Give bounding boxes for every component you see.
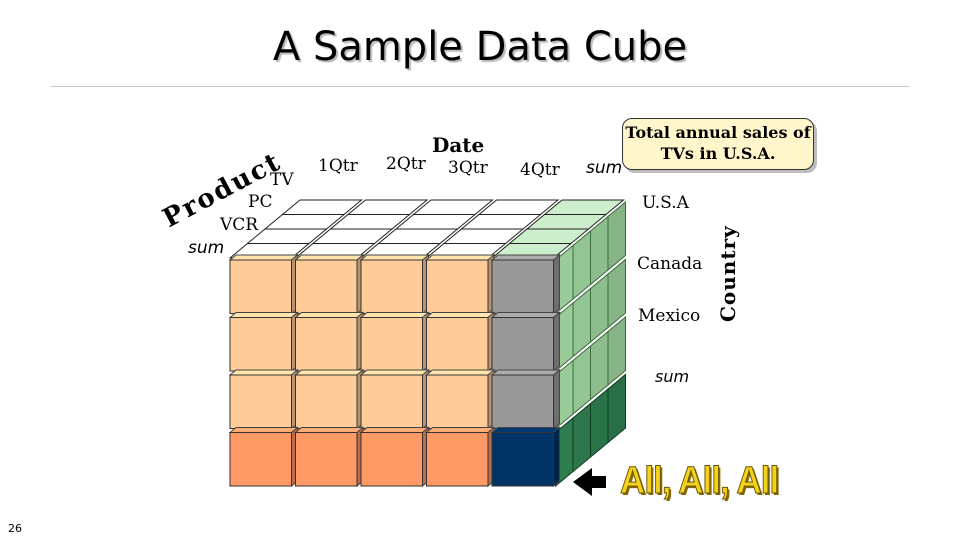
cube-cell-bevel-side bbox=[553, 426, 560, 488]
cube-front-cell bbox=[295, 317, 358, 372]
country-member-sum: sum bbox=[655, 367, 690, 386]
title-divider bbox=[50, 86, 910, 87]
country-member-usa: U.S.A bbox=[642, 193, 689, 213]
cube-cell-bevel-top bbox=[228, 427, 299, 433]
cube-front-cell bbox=[491, 374, 554, 429]
country-axis-label: Country bbox=[716, 225, 740, 322]
product-member-tv: TV bbox=[270, 170, 294, 190]
cube-top-cell bbox=[477, 199, 560, 215]
product-member-vcr: VCR bbox=[220, 215, 259, 235]
cube-top-cell bbox=[246, 228, 328, 244]
cube-cell-bevel-side bbox=[553, 368, 560, 430]
cube-front-cell bbox=[295, 374, 358, 429]
cube-top-cell bbox=[508, 228, 590, 244]
cube-cell-bevel-top bbox=[228, 312, 299, 318]
product-member-pc: PC bbox=[248, 192, 273, 212]
cube-front-cell bbox=[360, 317, 423, 372]
date-axis-label: Date bbox=[432, 133, 485, 157]
callout-text: Total annual sales of TVs in U.S.A. bbox=[625, 123, 811, 163]
cube-side-cell bbox=[572, 344, 591, 416]
cube-side-cell bbox=[590, 215, 609, 286]
cube-cell-bevel-top bbox=[490, 254, 561, 261]
cube-cell-bevel-top bbox=[490, 427, 561, 433]
cube-top-cell bbox=[263, 214, 346, 230]
cube-top-cell bbox=[412, 199, 494, 215]
cube-top-cell bbox=[460, 214, 542, 230]
page-number: 26 bbox=[8, 522, 22, 535]
cube-front-cell bbox=[426, 432, 489, 487]
cube-side-cell bbox=[607, 373, 626, 444]
cube-cell-bevel-top bbox=[359, 254, 430, 261]
cube-top-cell bbox=[543, 199, 625, 215]
cube-front-cell bbox=[426, 374, 489, 429]
all-all-all-label: All, All, All bbox=[620, 460, 780, 503]
cube-cell-bevel-top bbox=[294, 312, 365, 318]
cube-side-cell bbox=[572, 287, 591, 358]
cube-side-cell bbox=[572, 402, 591, 473]
product-member-sum: sum bbox=[188, 238, 225, 258]
cube-cell-bevel-top bbox=[359, 427, 430, 433]
cube-top-cell bbox=[329, 214, 411, 230]
cube-side-cell bbox=[590, 330, 609, 401]
cube-top-cell bbox=[377, 228, 459, 244]
cube-cell-bevel-top bbox=[228, 254, 299, 261]
cube-cell-bevel-top bbox=[425, 312, 496, 318]
cube-cell-bevel-top bbox=[359, 369, 430, 376]
cube-cell-bevel-top bbox=[294, 369, 365, 376]
cube-top-cell bbox=[442, 228, 525, 244]
cube-side-cell bbox=[607, 200, 626, 272]
cube-cell-bevel-top bbox=[425, 369, 496, 376]
cube-cell-bevel-top bbox=[294, 427, 365, 433]
date-member-sum: sum bbox=[586, 158, 623, 178]
cube-cells bbox=[228, 199, 626, 488]
cube-cell-bevel-side bbox=[553, 253, 560, 315]
cube-front-cell bbox=[491, 259, 554, 314]
cube-cell-bevel-top bbox=[490, 312, 561, 318]
date-member-4qtr: 4Qtr bbox=[520, 160, 560, 180]
cube-front-cell bbox=[229, 259, 292, 314]
cube-front-cell bbox=[426, 317, 489, 372]
cube-top-cell bbox=[311, 228, 394, 244]
cube-top-cell bbox=[346, 199, 429, 215]
slide-title: A Sample Data Cube bbox=[272, 24, 688, 70]
cube-front-cell bbox=[491, 432, 554, 487]
cube-front-cell bbox=[360, 374, 423, 429]
cube-cell-bevel-top bbox=[228, 369, 299, 376]
cube-front-cell bbox=[491, 317, 554, 372]
cube-top-cell bbox=[394, 214, 477, 230]
cube-front-cell bbox=[229, 374, 292, 429]
cube-front-cell bbox=[360, 259, 423, 314]
cube-cell-bevel-top bbox=[294, 254, 365, 261]
date-member-1qtr: 1Qtr bbox=[318, 156, 358, 176]
cube-cell-bevel-side bbox=[553, 311, 560, 373]
date-member-3qtr: 3Qtr bbox=[448, 158, 488, 178]
date-member-2qtr: 2Qtr bbox=[386, 154, 426, 174]
callout-box: Total annual sales of TVs in U.S.A. bbox=[622, 118, 814, 170]
cube-side-cell bbox=[590, 272, 609, 344]
cube-cell-bevel-top bbox=[359, 312, 430, 318]
cube-cell-bevel-top bbox=[425, 427, 496, 433]
cube-cell-bevel-top bbox=[425, 254, 496, 261]
cube-front-cell bbox=[295, 259, 358, 314]
cube-cell-bevel-top bbox=[490, 369, 561, 376]
cube-side-cell bbox=[590, 387, 609, 459]
cube-side-cell bbox=[572, 229, 591, 301]
country-member-mexico: Mexico bbox=[638, 306, 701, 326]
all-arrow-icon bbox=[573, 468, 606, 496]
cube-front-cell bbox=[229, 317, 292, 372]
cube-side-cell bbox=[607, 258, 626, 329]
cube-side-cell bbox=[607, 315, 626, 387]
cube-front-cell bbox=[229, 432, 292, 487]
cube-top-cell bbox=[281, 199, 363, 215]
cube-front-cell bbox=[360, 432, 423, 487]
cube-front-cell bbox=[426, 259, 489, 314]
country-member-canada: Canada bbox=[637, 254, 703, 274]
cube-front-cell bbox=[295, 432, 358, 487]
cube-top-cell bbox=[525, 214, 608, 230]
